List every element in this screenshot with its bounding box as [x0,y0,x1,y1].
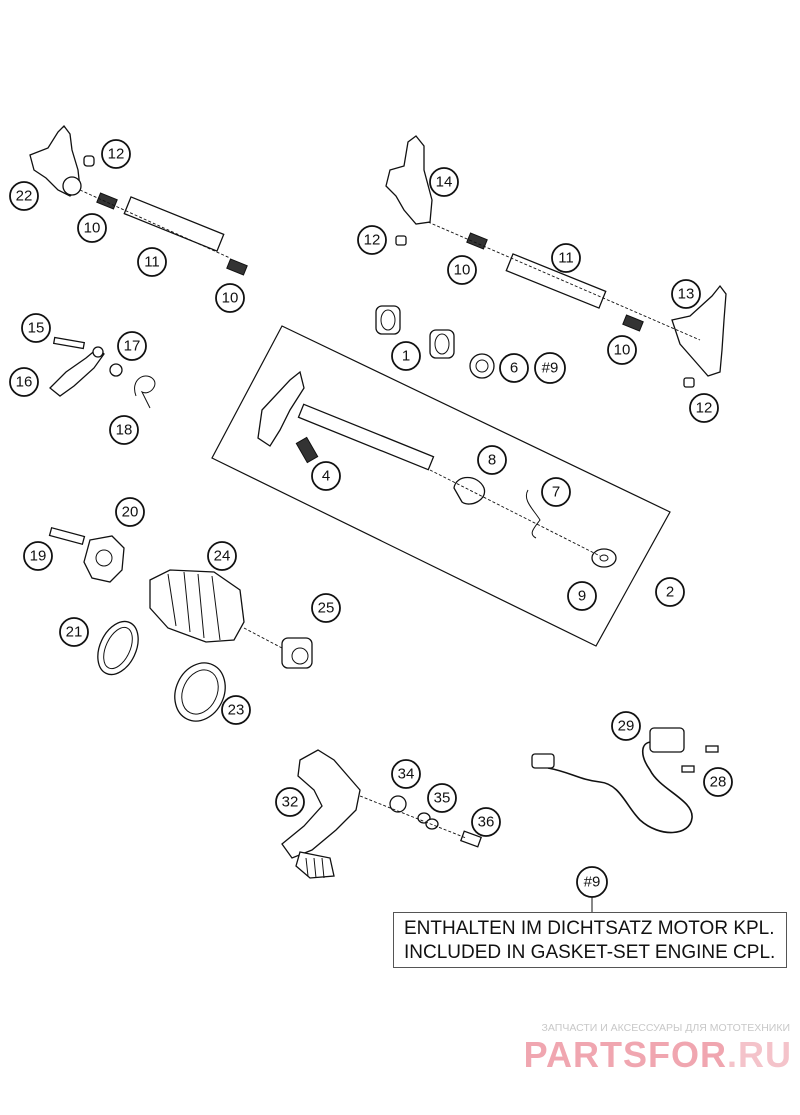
callout-4: 4 [311,461,341,491]
svg-text:14: 14 [436,174,453,191]
callout-32: 32 [275,787,305,817]
svg-text:12: 12 [108,146,125,163]
svg-text:10: 10 [84,220,101,237]
callout-28: 28 [703,767,733,797]
callout-22: 22 [9,181,39,211]
callout-1: 1 [391,341,421,371]
svg-text:19: 19 [30,548,47,565]
watermark-logo: PARTSFOR.RU [492,1034,792,1076]
svg-text:22: 22 [16,188,33,205]
callout-16: 16 [9,367,39,397]
watermark-tagline: ЗАПЧАСТИ И АКСЕССУАРЫ ДЛЯ МОТОТЕХНИКИ [541,1022,790,1034]
svg-text:6: 6 [510,360,518,377]
svg-text:11: 11 [144,254,160,271]
svg-text:21: 21 [66,624,83,641]
callout-36: 36 [471,807,501,837]
watermark-logo-main: PARTSFOR [523,1034,727,1075]
svg-text:1: 1 [402,348,410,365]
callout-17: 17 [117,331,147,361]
callout-10c: 10 [447,255,477,285]
svg-text:20: 20 [122,504,139,521]
callout-11b: 11 [551,243,581,273]
svg-text:10: 10 [222,290,239,307]
svg-text:13: 13 [678,286,695,303]
svg-text:18: 18 [116,422,133,439]
callout-19: 19 [23,541,53,571]
gear-position-sensor-29 [531,727,719,834]
callout-9-note: #9 [576,866,608,898]
svg-text:#9: #9 [584,874,601,891]
svg-text:24: 24 [214,548,231,565]
svg-text:#9: #9 [542,360,559,377]
callout-14: 14 [429,167,459,197]
callout-23: 23 [221,695,251,725]
svg-text:25: 25 [318,600,335,617]
svg-text:36: 36 [478,814,495,831]
callout-18: 18 [109,415,139,445]
svg-text:2: 2 [666,584,674,601]
callout-2: 2 [655,577,685,607]
note-line-english: INCLUDED IN GASKET-SET ENGINE CPL. [404,942,776,963]
shift-fork-14-assembly [385,135,727,388]
svg-text:9: 9 [578,588,586,605]
shift-shaft-assembly-2 [211,325,671,647]
bearings-and-seal [375,305,495,379]
svg-text:34: 34 [398,766,415,783]
svg-text:8: 8 [488,452,496,469]
callout-12c: 12 [689,393,719,423]
svg-text:16: 16 [16,374,33,391]
callout-13: 13 [671,279,701,309]
callout-15: 15 [21,313,51,343]
callout-8: 8 [477,445,507,475]
callout-12a: 12 [101,139,131,169]
callout-34: 34 [391,759,421,789]
callout-25: 25 [311,593,341,623]
svg-text:12: 12 [364,232,381,249]
callout-6: 6 [499,353,529,383]
callout-10b: 10 [215,283,245,313]
svg-text:10: 10 [614,342,631,359]
shift-fork-22-assembly [29,125,248,276]
svg-text:7: 7 [552,484,560,501]
callout-9: 9 [567,581,597,611]
callout-29: 29 [611,711,641,741]
svg-text:32: 32 [282,794,299,811]
svg-text:11: 11 [558,250,574,267]
shift-drum-24-assembly [48,526,313,722]
callout-20: 20 [115,497,145,527]
svg-text:15: 15 [28,320,45,337]
callout-11a: 11 [137,247,167,277]
callout-9h: #9 [534,352,566,384]
svg-text:12: 12 [696,400,713,417]
svg-text:35: 35 [434,790,451,807]
gasket-set-note-box: ENTHALTEN IM DICHTSATZ MOTOR KPL. INCLUD… [393,912,787,968]
svg-text:23: 23 [228,702,245,719]
callout-7: 7 [541,477,571,507]
callout-21: 21 [59,617,89,647]
callout-35: 35 [427,783,457,813]
svg-text:28: 28 [710,774,727,791]
svg-text:10: 10 [454,262,471,279]
callout-10d: 10 [607,335,637,365]
shift-lever-16-assembly [49,336,156,409]
callout-12b: 12 [357,225,387,255]
shift-lever-32-assembly [281,749,483,879]
callout-10a: 10 [77,213,107,243]
svg-text:29: 29 [618,718,635,735]
svg-text:4: 4 [322,468,330,485]
callout-24: 24 [207,541,237,571]
watermark-logo-tld: .RU [727,1034,792,1075]
note-line-german: ENTHALTEN IM DICHTSATZ MOTOR KPL. [404,918,775,939]
svg-text:17: 17 [124,338,141,355]
